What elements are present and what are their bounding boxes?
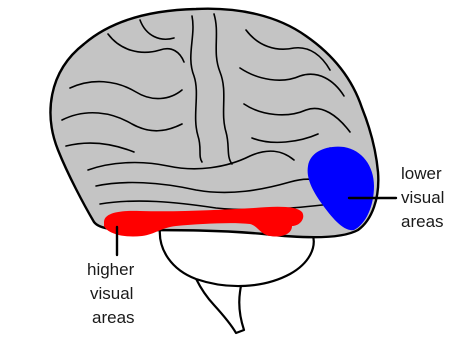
higher-label-line-1: higher (87, 260, 135, 279)
lower-label-line-2: visual (401, 188, 444, 207)
higher-label-line-3: areas (92, 308, 135, 327)
lower-label-line-3: areas (401, 212, 444, 231)
lower-label-line-1: lower (401, 164, 442, 183)
higher-label-line-2: visual (90, 284, 133, 303)
lower-visual-areas-label: lower visual areas (401, 164, 449, 231)
higher-visual-areas-label: higher visual areas (87, 260, 139, 327)
